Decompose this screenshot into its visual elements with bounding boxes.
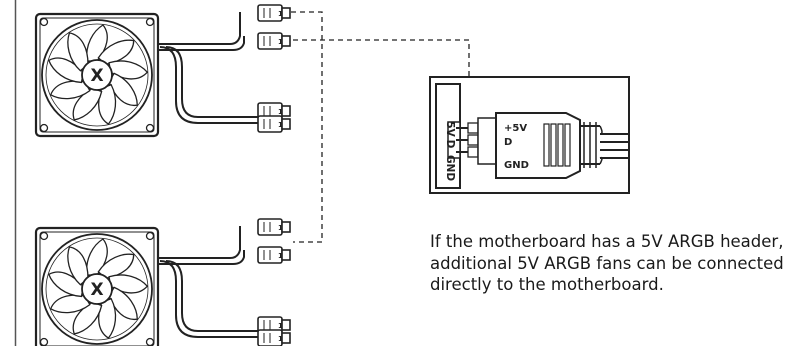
connector-pin-label: 1: [278, 322, 283, 330]
pwm-connector-extra: 1: [257, 329, 291, 346]
fan-screw-hole: [39, 231, 49, 241]
daisy-chain-dashed-lines: [291, 11, 470, 243]
argb-connector-in: 1: [257, 246, 291, 264]
caption-line-1: If the motherboard has a 5V ARGB header,: [430, 232, 784, 251]
motherboard-header: 5V D GND +5V D GND: [429, 76, 630, 194]
pwm-connector: 1: [257, 102, 291, 120]
connector-pin-label: 1: [278, 335, 283, 343]
connector-pin-label: 1: [278, 224, 283, 232]
fan-screw-hole: [145, 17, 155, 27]
fan-cable: [158, 226, 262, 338]
caption-line-2: additional 5V ARGB fans can be connected: [430, 253, 784, 273]
fan-top: X 1 1 1 1: [34, 4, 291, 138]
connector-pin-label: 1: [278, 252, 283, 260]
argb-connector-out: 1: [257, 218, 291, 236]
dashed-link-to-header: [293, 39, 470, 76]
fan-hub: [81, 273, 113, 305]
plug-label-data: D: [504, 137, 512, 148]
fan-screw-hole: [39, 123, 49, 133]
fan-screw-hole: [39, 337, 49, 346]
dashed-link-fan-chain: [291, 11, 323, 243]
fan-blades: [47, 238, 149, 339]
connector-pin-label: 1: [278, 38, 283, 46]
fan-blades: [47, 24, 149, 125]
fan-cable: [158, 12, 262, 124]
header-pin-label-gnd: GND: [444, 155, 456, 181]
header-pin-label-vcc: 5V: [444, 121, 456, 137]
fan-screw-hole: [145, 231, 155, 241]
fan-bottom: X 1 1 1 1: [34, 218, 291, 346]
fan-logo: X: [90, 280, 103, 300]
fan-logo: X: [90, 66, 103, 86]
fan-screw-hole: [39, 17, 49, 27]
connector-pin-label: 1: [278, 121, 283, 129]
fan-hub: [81, 59, 113, 91]
header-pin-label-data: D: [444, 140, 456, 149]
header-connector-body: [477, 117, 497, 165]
fan-screw-hole: [145, 123, 155, 133]
argb-connector-in: 1: [257, 32, 291, 50]
plug-label-gnd: GND: [504, 160, 529, 171]
argb-connector-out: 1: [257, 4, 291, 22]
caption-text: If the motherboard has a 5V ARGB header,…: [430, 231, 797, 296]
caption-line-3: directly to the motherboard.: [430, 275, 664, 294]
connector-pin-label: 1: [278, 108, 283, 116]
plug-label-vcc: +5V: [504, 123, 527, 134]
pwm-connector-extra: 1: [257, 115, 291, 133]
fan-screw-hole: [145, 337, 155, 346]
connector-pin-label: 1: [278, 10, 283, 18]
